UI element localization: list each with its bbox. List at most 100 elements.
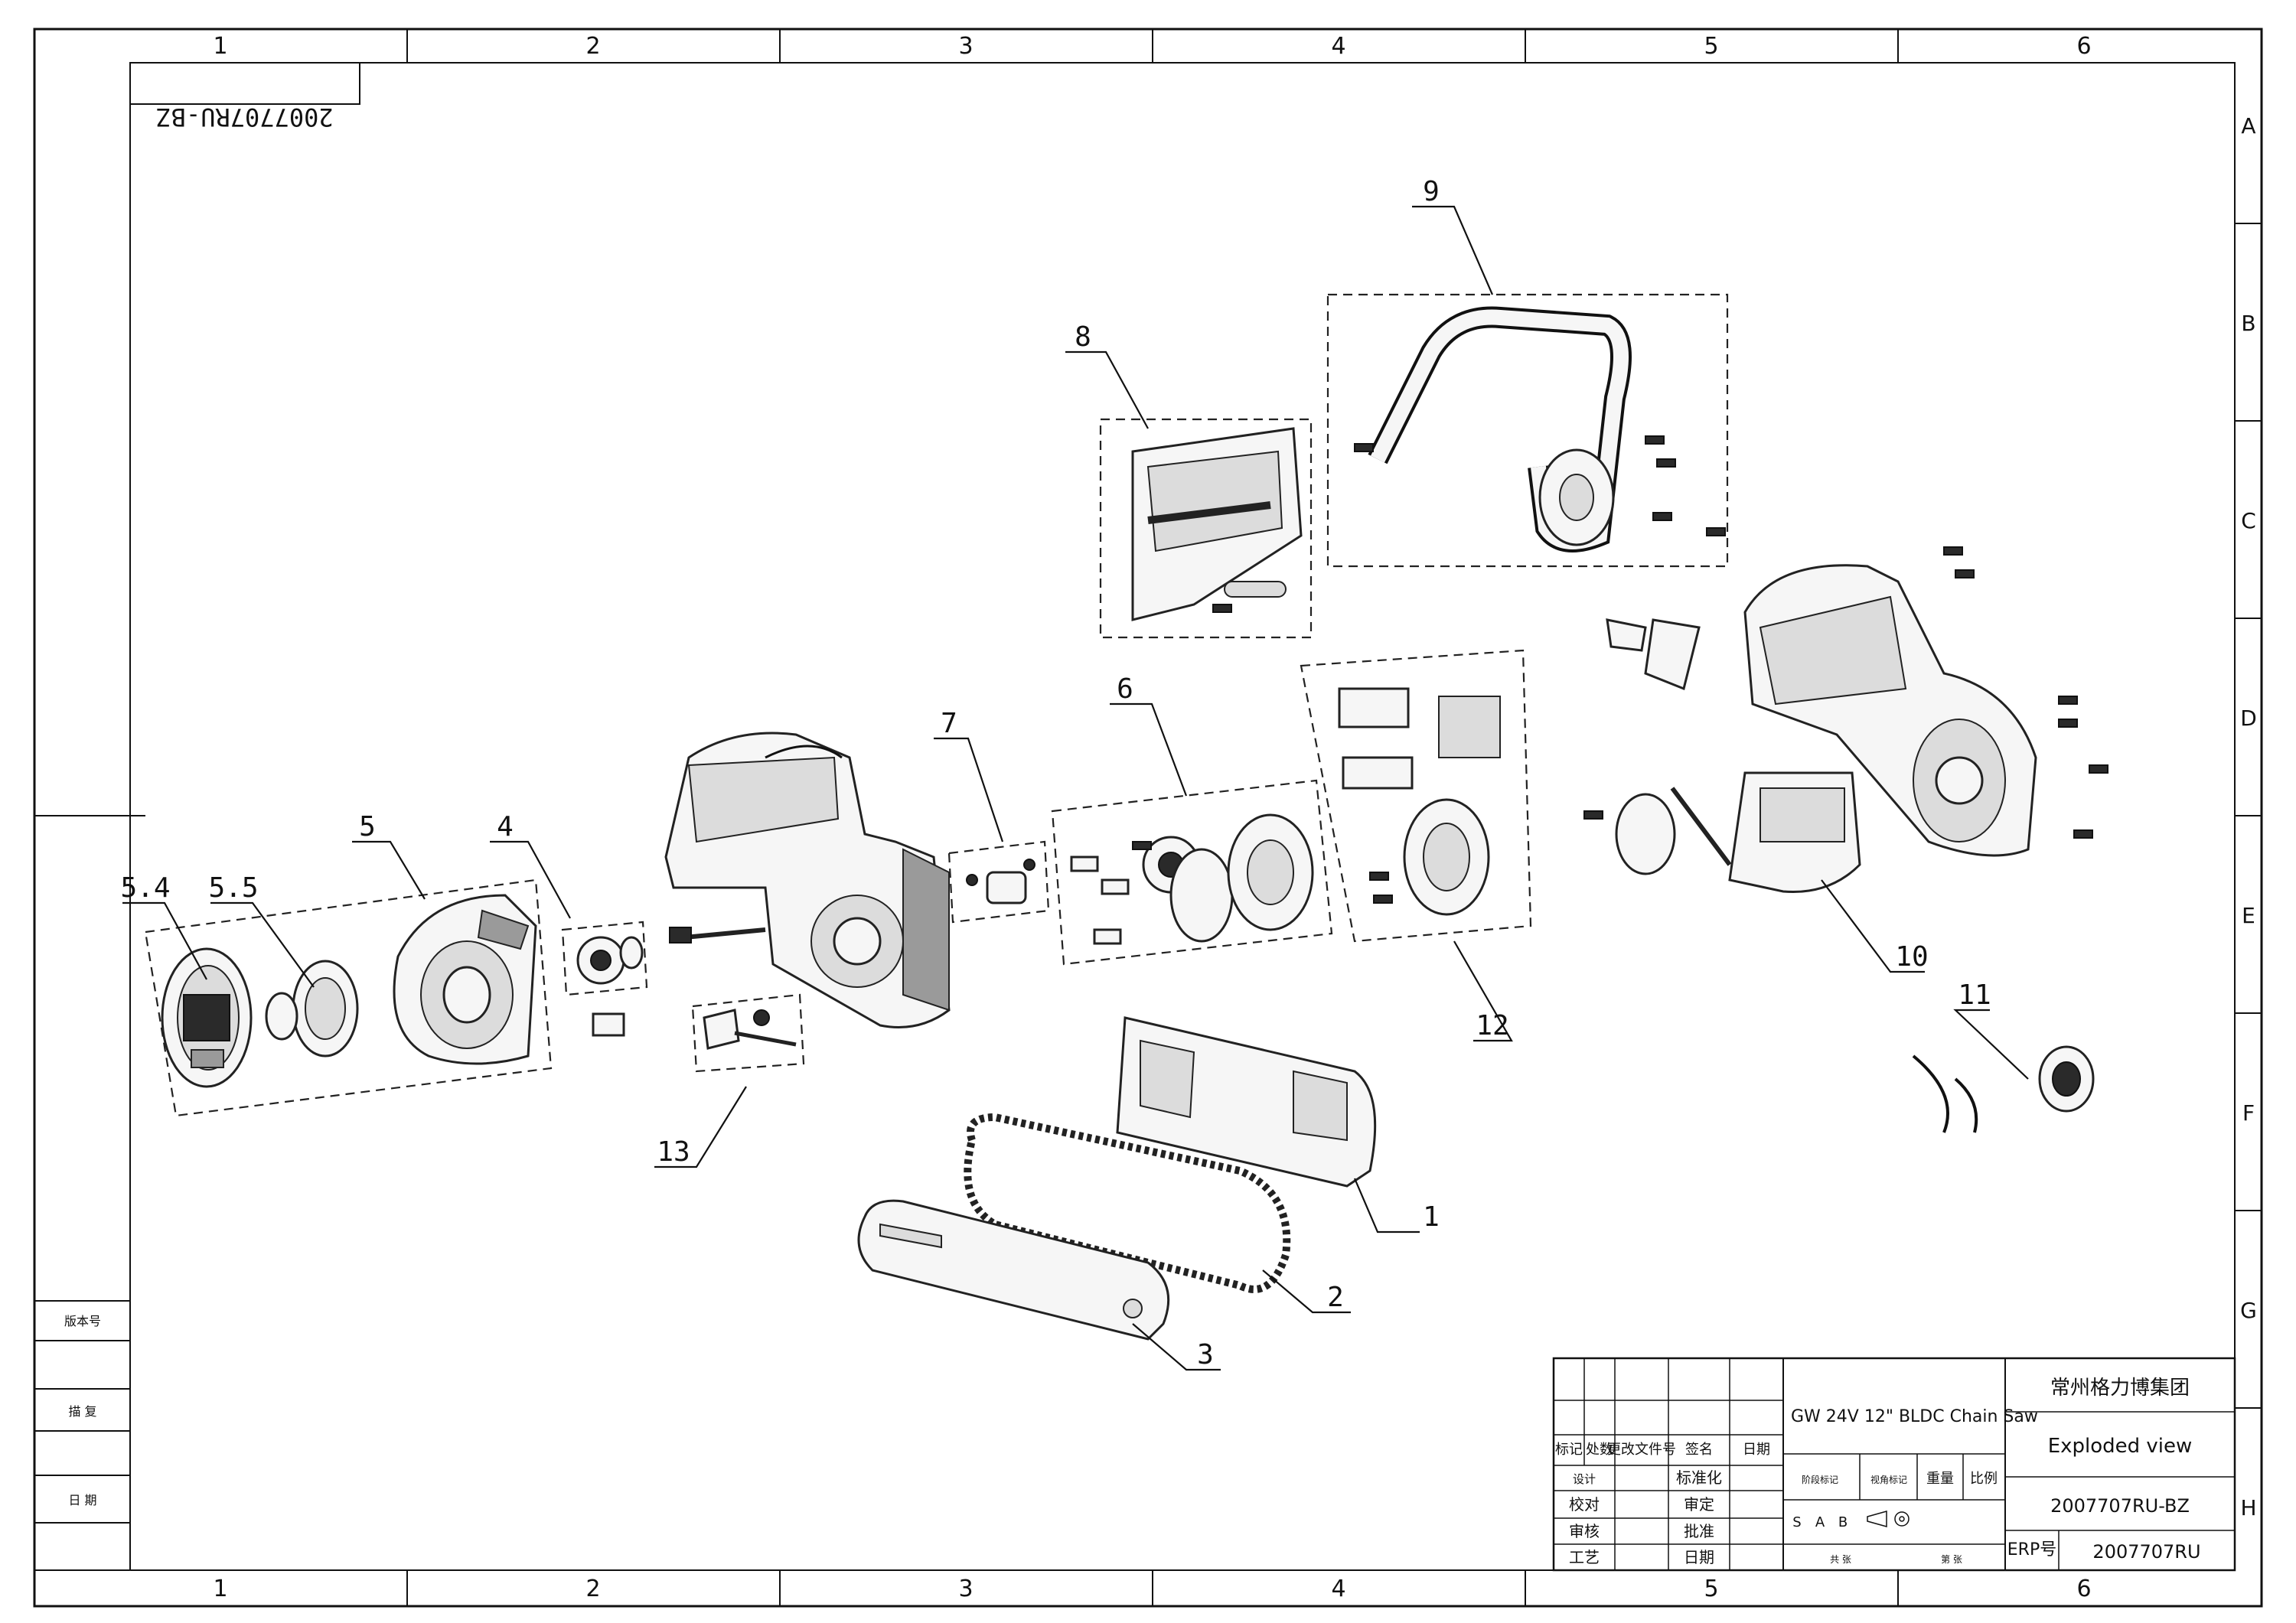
- sign-role: 审定: [1684, 1495, 1714, 1514]
- group-13-outline: [691, 993, 805, 1073]
- sign-role: 审核: [1569, 1522, 1600, 1540]
- callout-3: 3: [1197, 1339, 1214, 1370]
- group-5-outline: [144, 878, 553, 1117]
- row-label: A: [2241, 113, 2255, 139]
- rev-header: 签名: [1685, 1442, 1713, 1458]
- col-label: 4: [1331, 1576, 1345, 1602]
- callout-12: 12: [1476, 1010, 1508, 1041]
- callout-11: 9: [1423, 176, 1440, 207]
- column-labels-bottom: 1 2 3 4 5 6: [213, 1576, 2091, 1602]
- company-name: 常州格力博集团: [2050, 1377, 2190, 1400]
- column-labels-top: 1 2 3 4 5 6: [213, 33, 2091, 60]
- group-7-outline: [947, 840, 1050, 924]
- callout-labels: 9 8 6 7 4 5 5.5 5.4 10 11 12 13 1 2 3: [120, 176, 1991, 1370]
- sheet-number: 第 张: [1941, 1554, 1962, 1565]
- row-label: E: [2242, 903, 2255, 928]
- part-12-motor: [1338, 687, 1501, 916]
- col-label: 6: [2076, 1576, 2091, 1602]
- callout-4: 4: [497, 811, 514, 842]
- row-label: B: [2241, 311, 2255, 336]
- group-11-outline: [1326, 293, 1729, 568]
- group-6-outline: [1051, 779, 1333, 966]
- col-label: 2: [585, 1576, 600, 1602]
- row-label: G: [2240, 1298, 2257, 1323]
- strip-label: 版本号: [64, 1314, 101, 1328]
- callout-8: 10: [1895, 941, 1928, 973]
- callout-10: 8: [1075, 321, 1091, 353]
- col-label: 6: [2076, 33, 2091, 60]
- part-3-guide-bar: [857, 1199, 1170, 1341]
- title-block: 标记 处数 更改文件号 签名 日期 设计 标准化 校对 审定 审核 批准 工艺 …: [1552, 1357, 2236, 1572]
- rev-header: 更改文件号: [1607, 1442, 1676, 1458]
- part-battery-interface: [1615, 787, 1732, 875]
- sign-role: 批准: [1684, 1522, 1714, 1540]
- strip-label: 描 复: [68, 1404, 96, 1419]
- group-12-outline: [1300, 649, 1532, 943]
- drawing-frame: [33, 28, 2263, 1608]
- stage-letter: B: [1838, 1514, 1848, 1530]
- left-revision-strip: 版本号 描 复 日 期: [34, 1300, 131, 1571]
- callout-5-5: 5.5: [208, 872, 258, 904]
- part-main-housing: [664, 732, 951, 1028]
- row-label: C: [2241, 508, 2256, 533]
- screws: [1132, 435, 2108, 904]
- part-5-cover: [393, 894, 537, 1065]
- col-label: 2: [585, 33, 600, 60]
- callout-9: 11: [1958, 979, 1991, 1011]
- rev-header: 日期: [1743, 1442, 1770, 1458]
- drawing-number: 2007707RU-BZ: [2050, 1495, 2190, 1517]
- callout-5: 5: [359, 811, 376, 842]
- part-trigger-switch: [1606, 618, 1701, 691]
- row-label: D: [2240, 706, 2257, 731]
- mark-header: 重量: [1926, 1471, 1954, 1487]
- drawing-number-mirrored: 2007707RU-BZ: [156, 103, 333, 132]
- callout-leaders: [122, 205, 2029, 1371]
- rev-header: 标记: [1555, 1442, 1583, 1458]
- erp-label: ERP号: [2007, 1540, 2056, 1559]
- callout-13: 13: [657, 1136, 690, 1168]
- sign-role: 工艺: [1569, 1548, 1600, 1566]
- sign-role: 日期: [1684, 1548, 1714, 1566]
- callout-2: 2: [1327, 1282, 1344, 1313]
- part-11-front-handle: [1368, 306, 1632, 552]
- row-labels-right: A B C D E F G H: [2240, 113, 2257, 1520]
- sign-role: 标准化: [1676, 1468, 1722, 1487]
- part-5-5-clutch-drum: [265, 960, 359, 1058]
- part-6-gearbox: [1070, 813, 1314, 945]
- view-name: Exploded view: [2048, 1435, 2193, 1458]
- strip-label: 日 期: [68, 1493, 96, 1507]
- rev-header: 处数: [1586, 1442, 1613, 1458]
- sign-role: 校对: [1569, 1495, 1600, 1514]
- callout-7: 7: [941, 708, 957, 739]
- part-8-motor-cover: [1728, 771, 1861, 894]
- stage-letter: A: [1815, 1514, 1825, 1530]
- stage-letter: S: [1792, 1514, 1801, 1530]
- part-13-chain-tensioner: [703, 1009, 797, 1050]
- col-label: 3: [958, 33, 973, 60]
- part-10-handle-half: [1131, 427, 1303, 621]
- part-1-bar-cover: [1116, 1016, 1377, 1188]
- part-rear-housing: [1743, 564, 2037, 857]
- col-label: 3: [958, 1576, 973, 1602]
- mark-header: 比例: [1970, 1471, 1998, 1487]
- sign-role: 设计: [1573, 1472, 1596, 1486]
- row-label: H: [2240, 1495, 2256, 1520]
- part-2-saw-chain: [964, 1113, 1291, 1293]
- part-4-sprocket: [576, 936, 644, 1037]
- row-label: F: [2242, 1100, 2255, 1126]
- mark-header: 阶段标记: [1802, 1474, 1838, 1485]
- col-label: 1: [213, 1576, 227, 1602]
- group-4-outline: [561, 921, 648, 996]
- product-name: GW 24V 12" BLDC Chain Saw: [1791, 1407, 2038, 1426]
- part-7-oil-pump: [966, 859, 1035, 904]
- col-label: 1: [213, 33, 227, 60]
- callout-5-4: 5.4: [120, 872, 170, 904]
- col-label: 4: [1331, 33, 1345, 60]
- part-9-oil-cap: [1912, 1045, 2095, 1133]
- projection-symbol-icon: [1867, 1511, 1910, 1527]
- callout-1: 1: [1423, 1201, 1440, 1233]
- mirrored-drawing-number: 2007707RU-BZ: [129, 62, 360, 132]
- sheet-total: 共 张: [1830, 1554, 1851, 1565]
- mark-header: 视角标记: [1870, 1474, 1907, 1485]
